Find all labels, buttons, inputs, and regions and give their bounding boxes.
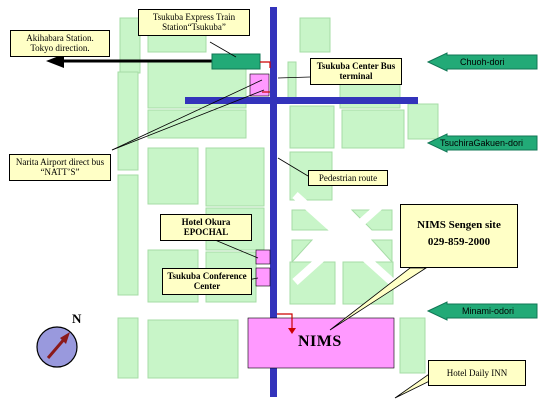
city-block (407, 103, 439, 140)
pedestrian-route-label: Pedestrian route (308, 170, 388, 187)
walking-path (260, 61, 296, 334)
city-block (117, 174, 139, 296)
callout-leaders (111, 41, 311, 286)
express-station-label: Tsukuba Express Train Station“Tsukuba” (138, 9, 250, 36)
road-arrows (426, 52, 538, 321)
compass-north-label: N (72, 311, 82, 326)
nims-site-name: NIMS Sengen site (417, 219, 501, 231)
nims-site-callout-pointer (329, 267, 428, 331)
city-block (291, 239, 314, 264)
city-block (117, 317, 139, 379)
city-block (399, 317, 426, 374)
express-station-building (211, 53, 261, 70)
road-name-minami: Minami-odori (462, 306, 515, 316)
city-block (147, 319, 239, 379)
main-route-horizontal (185, 97, 418, 104)
city-block (287, 61, 297, 99)
nims-site-phone: 029-859-2000 (427, 235, 491, 248)
bus-terminal-building (249, 73, 270, 97)
narita-bus-label: Narita Airport direct bus “NATT’S” (9, 154, 111, 181)
city-block (342, 261, 394, 305)
conference-center-label: Tsukuba Conference Center (162, 268, 252, 295)
city-block (299, 17, 331, 53)
nims-building (247, 317, 395, 369)
city-block (117, 71, 139, 171)
nims-label: NIMS (298, 333, 342, 350)
diagonal-path (292, 192, 395, 285)
city-block (147, 109, 247, 139)
akihabara-direction-arrow (46, 54, 212, 68)
hotel-okura-label: Hotel Okura EPOCHAL (160, 214, 252, 241)
city-block (370, 239, 393, 264)
city-block (119, 17, 141, 74)
compass-icon (36, 326, 78, 368)
nims-site-callout: NIMS Sengen site 029-859-2000 (400, 204, 518, 268)
minami-odori-arrow-icon (426, 301, 538, 321)
tsuchiura-arrow-icon (426, 133, 538, 153)
city-block (341, 109, 405, 149)
hotel-daily-label: Hotel Daily INN (428, 360, 526, 386)
diagonal-paths (292, 192, 395, 285)
city-block (147, 147, 199, 205)
road-name-tsuchiura: TsuchiraGakuen-dori (440, 138, 524, 148)
city-block (205, 147, 265, 207)
hotel-okura-building (255, 249, 271, 265)
city-block (289, 105, 335, 149)
tsukuba-center-label: Tsukuba Center Bus terminal (310, 58, 402, 85)
main-routes (185, 7, 418, 397)
road-name-chuoh: Chuoh-dori (460, 57, 505, 67)
akihabara-label: Akihabara Station. Tokyo direction. (10, 30, 110, 57)
chuoh-dori-arrow-icon (426, 52, 538, 72)
main-route-vertical (270, 7, 277, 397)
conference-center-building (255, 267, 271, 287)
